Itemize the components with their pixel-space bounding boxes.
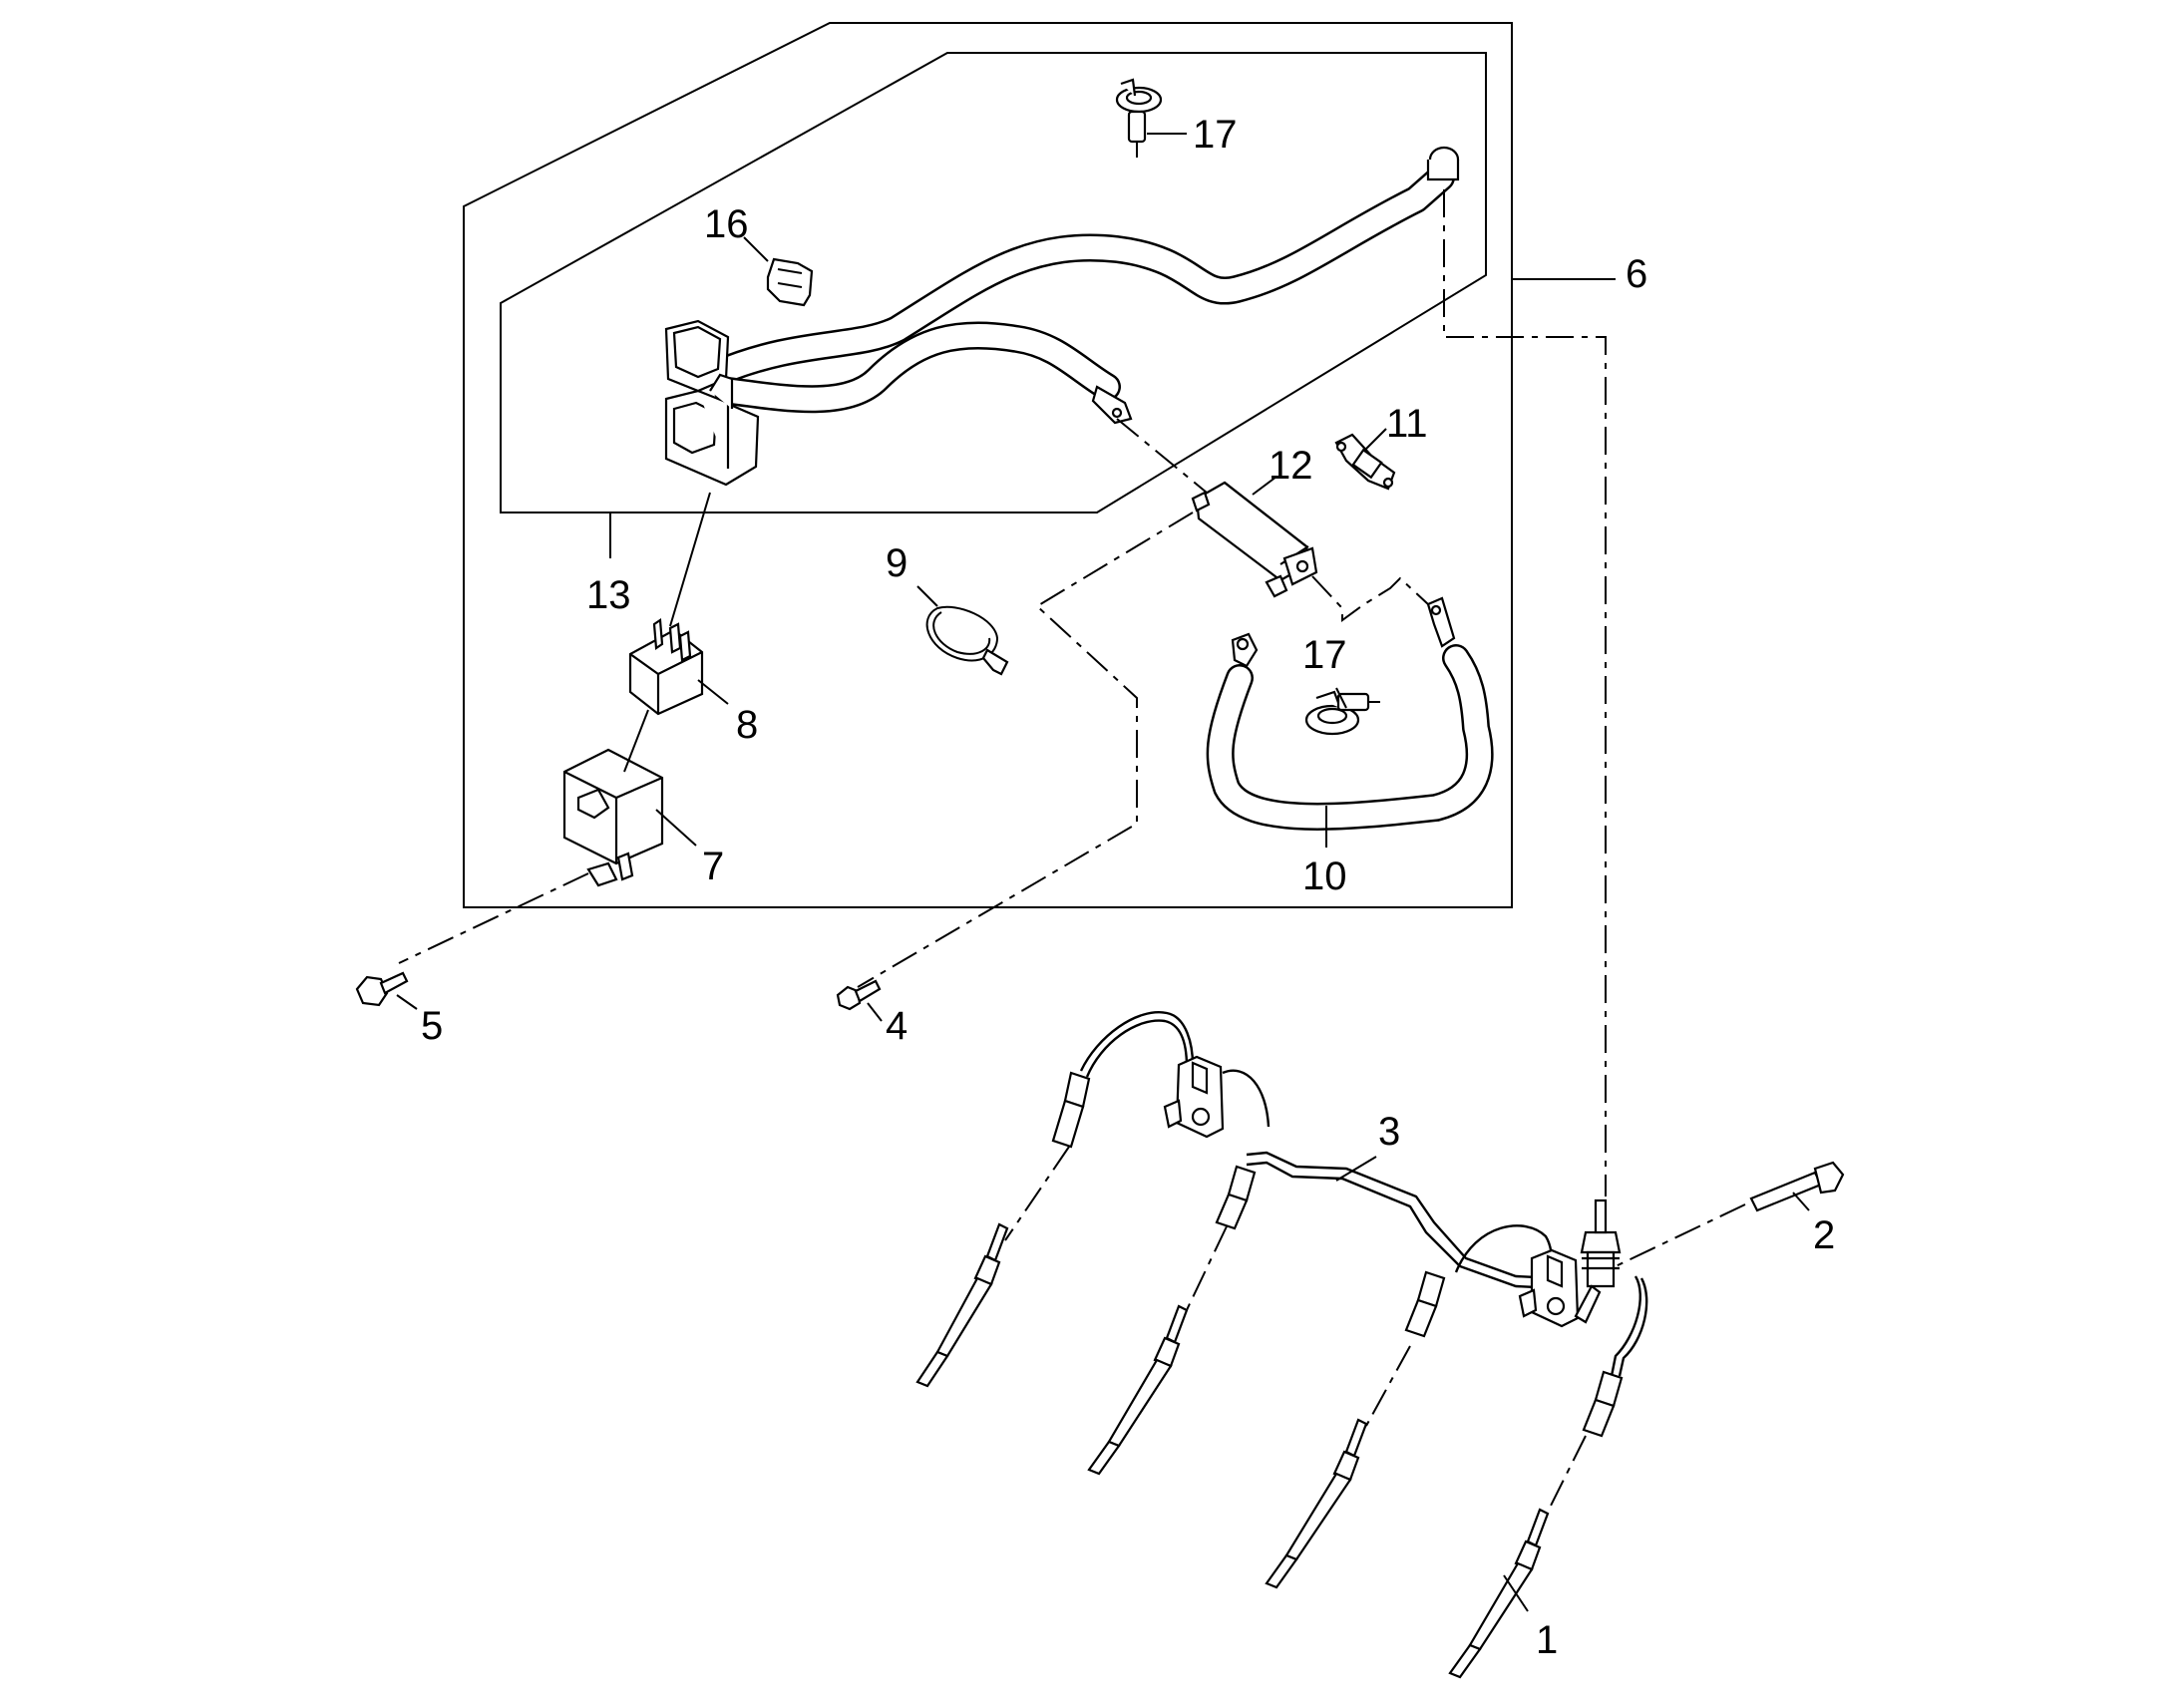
part-17-clamp-lower xyxy=(1304,690,1380,736)
callout-3: 3 xyxy=(1378,1110,1400,1154)
part-8-relay xyxy=(628,618,704,716)
callout-12: 12 xyxy=(1269,444,1313,488)
callout-1: 1 xyxy=(1536,1618,1558,1662)
dashed-line-12-to-10 xyxy=(1311,575,1429,622)
kit-boundary-frame xyxy=(463,22,1513,908)
part-12-glow-controller xyxy=(1191,481,1318,598)
callout-7: 7 xyxy=(702,845,724,888)
callout-11: 11 xyxy=(1386,402,1428,446)
part-5-bolt xyxy=(355,971,409,1007)
harness-cable-assembly xyxy=(704,146,1460,425)
part-7-relay-socket xyxy=(562,748,664,887)
callout-4: 4 xyxy=(886,1004,908,1048)
part-10-ground-cable xyxy=(1206,596,1494,831)
part-9-cable-tie xyxy=(925,605,1009,676)
dashed-line-6-to-harness xyxy=(1443,189,1607,1196)
harness-subkit-frame xyxy=(500,52,1487,513)
leader-lines xyxy=(396,133,1810,1612)
dashed-line-13-to-12 xyxy=(1116,418,1208,494)
connection-line-13-8 xyxy=(669,492,711,627)
callout-17-lower: 17 xyxy=(1302,633,1347,677)
callout-8: 8 xyxy=(736,703,758,747)
part-2-bolt xyxy=(1615,1161,1845,1267)
part-1-glow-plug-4 xyxy=(1448,1370,1624,1679)
part-3-glow-plug-harness xyxy=(1079,1011,1648,1377)
harness-connector-block xyxy=(664,319,760,487)
part-1-glow-plug-1 xyxy=(915,1071,1091,1388)
callout-labels: 1 2 3 4 5 6 7 8 9 10 11 12 13 16 17 17 xyxy=(421,113,1835,1662)
callout-5: 5 xyxy=(421,1004,443,1048)
callout-2: 2 xyxy=(1813,1213,1835,1257)
part-4-screw xyxy=(836,979,882,1011)
callout-9: 9 xyxy=(886,541,908,585)
callout-6: 6 xyxy=(1626,252,1647,296)
dashed-line-7-to-5 xyxy=(398,872,589,964)
callout-13: 13 xyxy=(586,573,631,617)
callout-16: 16 xyxy=(704,202,749,246)
dashed-line-12-to-4 xyxy=(857,512,1194,988)
part-16-harness-clip xyxy=(766,257,814,307)
part-11-fuse xyxy=(1334,433,1396,491)
callout-10: 10 xyxy=(1302,854,1347,898)
part-1-glow-plug-3 xyxy=(1265,1270,1446,1589)
connection-line-8-7 xyxy=(623,709,649,773)
part-17-clamp-top xyxy=(1115,78,1163,158)
part-1-glow-plug-2 xyxy=(1087,1165,1257,1476)
callout-17-top: 17 xyxy=(1193,113,1238,157)
